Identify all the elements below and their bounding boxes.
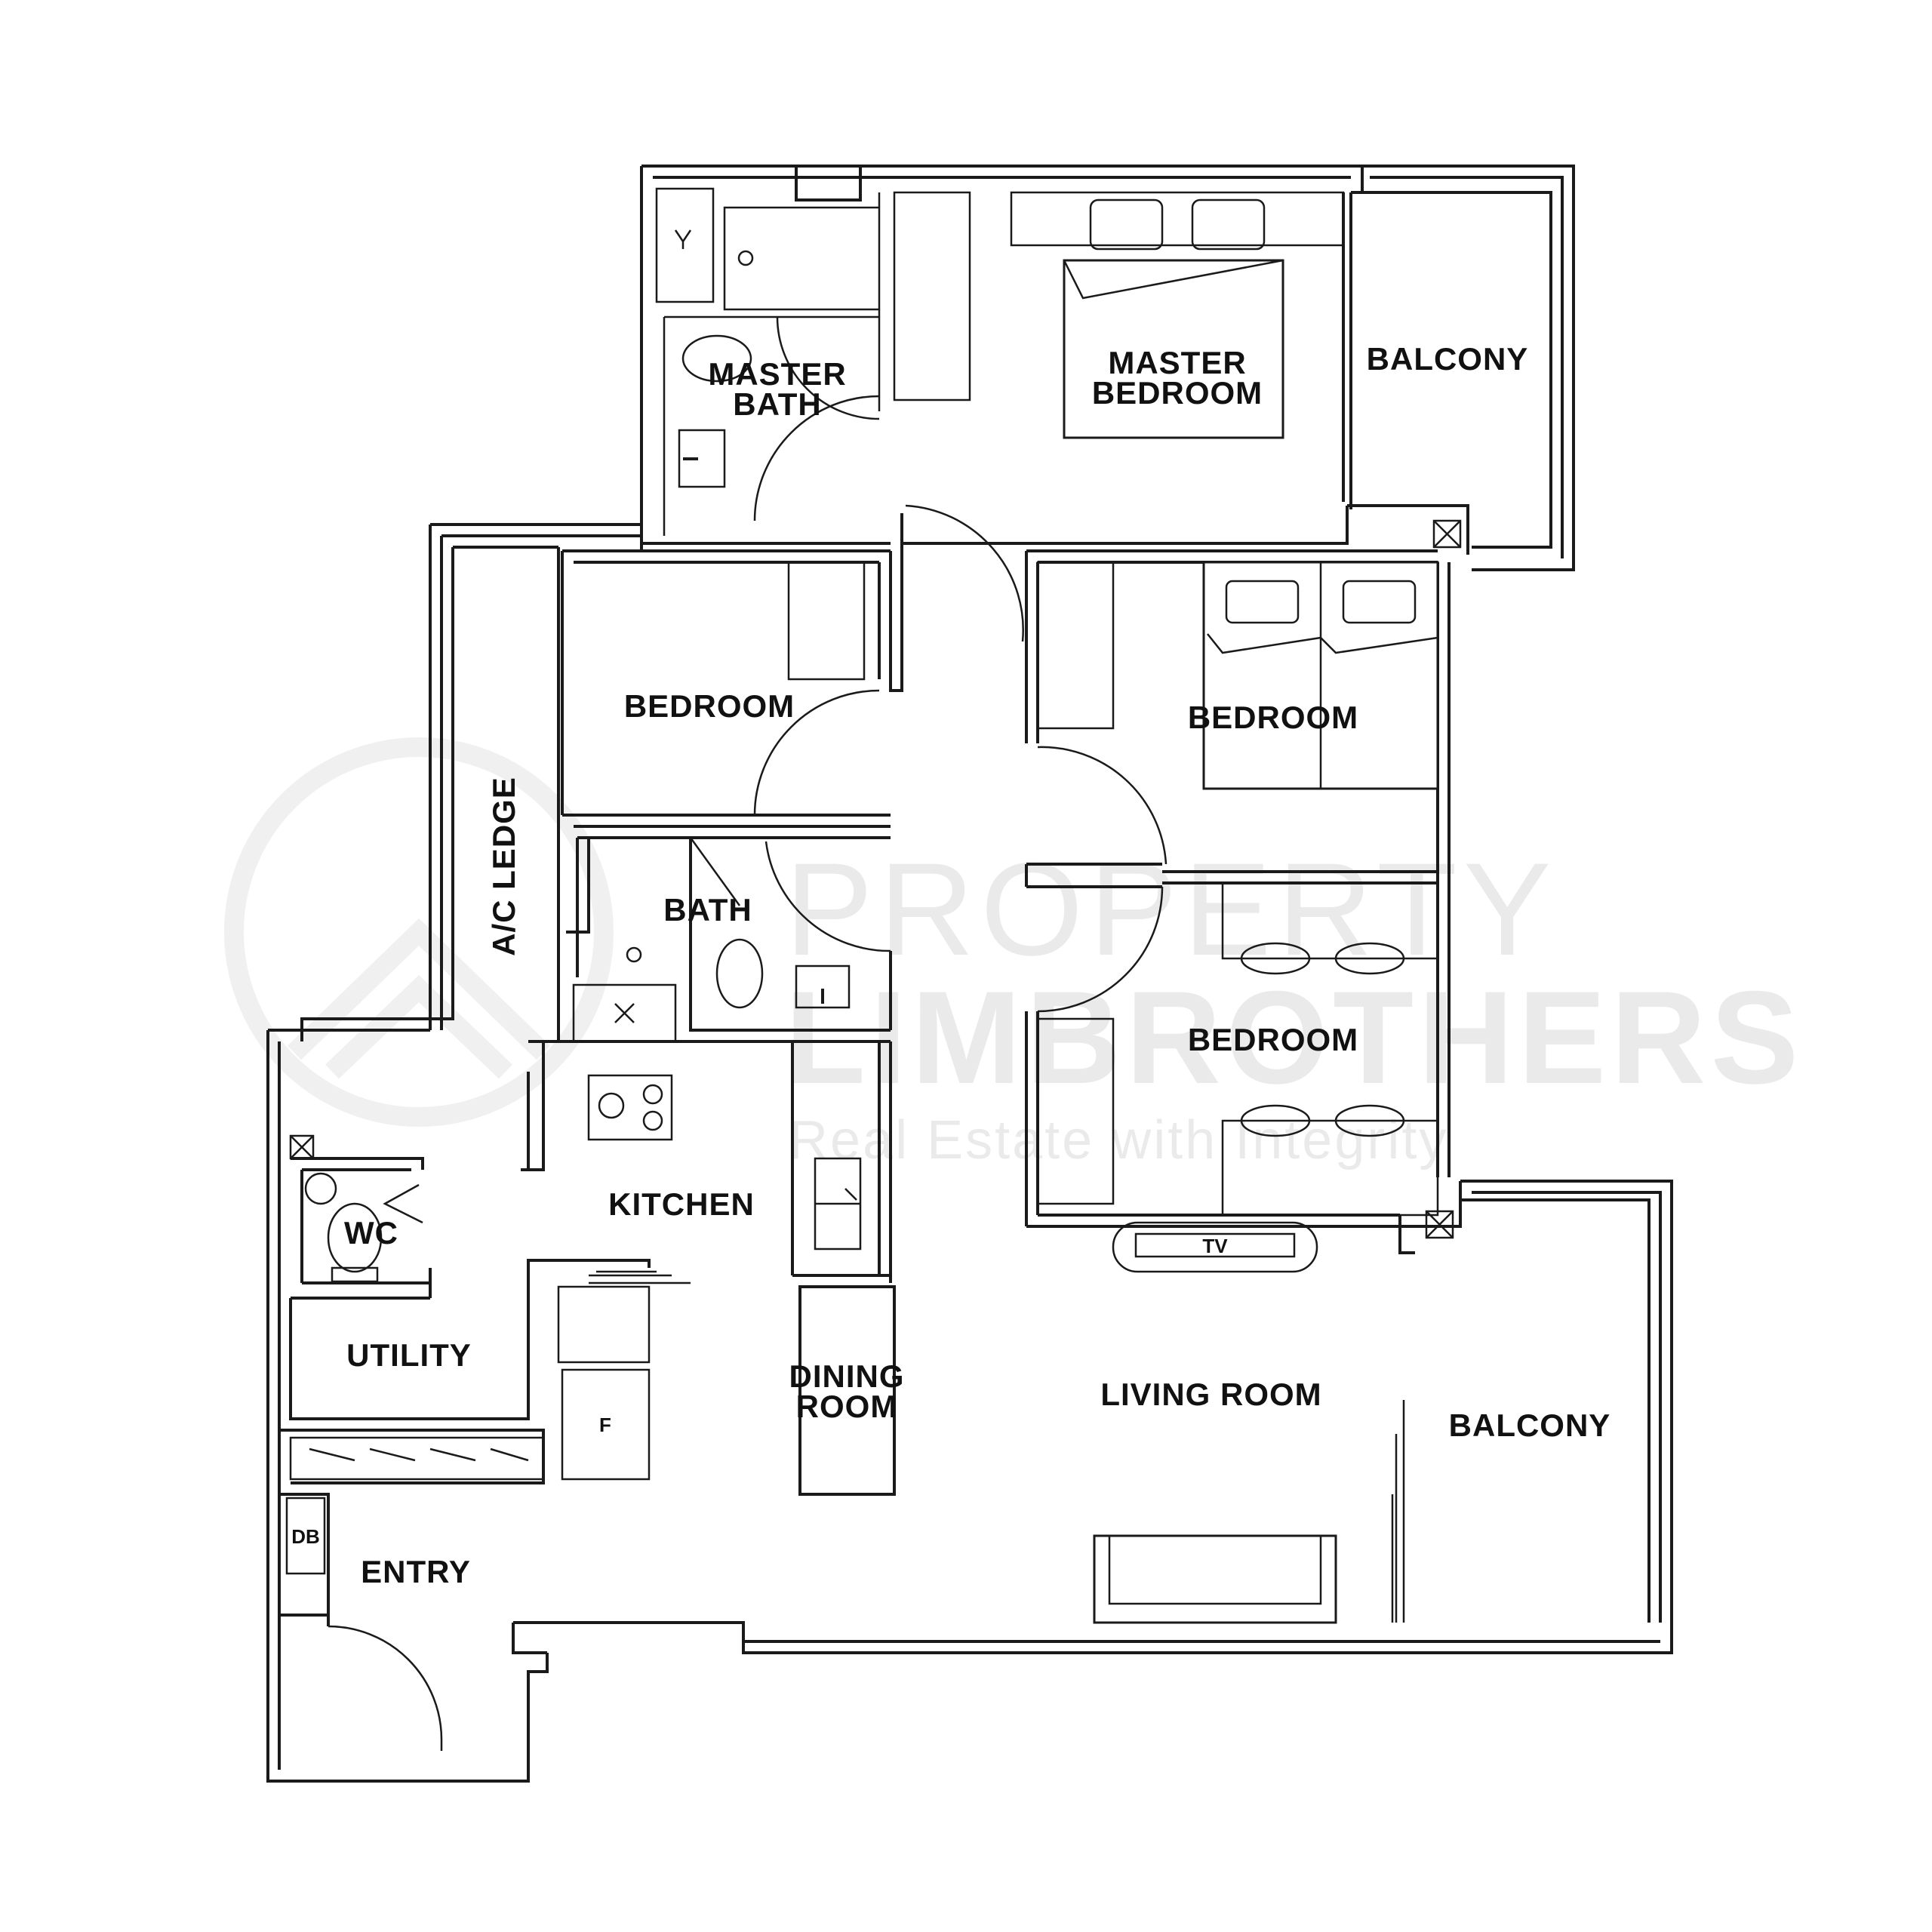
- master-bath-door: [753, 395, 880, 521]
- db-label: DB: [291, 1525, 320, 1548]
- kitchen-cabinet: [557, 1285, 651, 1364]
- wc-exhaust-icon: [289, 1134, 315, 1160]
- db-box: [285, 1497, 326, 1575]
- bedroom-east-bottom-door: [1037, 886, 1164, 1013]
- fixtures: TV F DB: [285, 187, 1462, 1624]
- watermark-tagline: Real Estate with Integrity: [789, 1110, 1448, 1171]
- toilet-icon: [681, 334, 752, 383]
- label-kitchen: KITCHEN: [608, 1186, 755, 1222]
- exterior-walls: [266, 165, 1673, 1783]
- sofa-icon: [1093, 1534, 1337, 1624]
- tap-icon: [737, 250, 754, 266]
- label-master-bath-line2: BATH: [733, 386, 822, 422]
- bath-toilet-icon: [715, 938, 764, 1009]
- wc-basin-icon: [304, 1172, 337, 1205]
- wc-door: [383, 1183, 423, 1224]
- fridge-label: F: [599, 1414, 611, 1436]
- master-bed-icon: [1063, 259, 1284, 439]
- master-bedroom-door: [905, 504, 1024, 642]
- bath-shower-icon: [572, 983, 677, 1043]
- exhaust-top-icon: [1432, 519, 1462, 549]
- label-master-bedroom-line1: MASTER: [1108, 345, 1246, 380]
- watermark-line2: LIMBROTHERS: [785, 964, 1803, 1112]
- bedroom-east-bottom-desk-icon: [1221, 1119, 1439, 1217]
- label-bedroom-east-top: BEDROOM: [1188, 700, 1358, 735]
- bath-tap-icon: [626, 946, 642, 963]
- watermark-logo-icon: [224, 737, 614, 1127]
- master-bath-shower-door: [776, 316, 880, 420]
- label-bedroom-west: BEDROOM: [624, 688, 795, 724]
- label-living-room: LIVING ROOM: [1100, 1377, 1321, 1412]
- interior-walls: [279, 191, 1469, 1626]
- bath-basin-icon: [795, 964, 851, 1009]
- bath-door: [764, 841, 891, 952]
- fridge-icon: [561, 1368, 651, 1481]
- watermark: PROPERTY LIMBROTHERS Real Estate with In…: [224, 737, 1803, 1171]
- label-dining-line1: DINING: [789, 1358, 905, 1394]
- hob-icon: [587, 1074, 673, 1141]
- entry-door: [328, 1625, 443, 1751]
- watermark-line1: PROPERTY: [785, 836, 1558, 983]
- utility-shelf: [289, 1436, 545, 1481]
- bedroom-west-door: [753, 689, 880, 816]
- bath-inner-door: [689, 837, 741, 906]
- label-bath: BATH: [663, 892, 752, 928]
- label-master-bath-line1: MASTER: [708, 356, 846, 392]
- sliding-door-icon: [589, 1270, 691, 1284]
- exhaust-living-icon: [1425, 1210, 1454, 1239]
- label-utility: UTILITY: [346, 1337, 472, 1373]
- label-ac-ledge: A/C LEDGE: [486, 777, 521, 956]
- label-entry: ENTRY: [361, 1554, 471, 1589]
- label-wc: WC: [344, 1215, 398, 1251]
- label-master-bedroom-line2: BEDROOM: [1092, 375, 1263, 411]
- room-labels: MASTER BATH MASTER BEDROOM BALCONY BEDRO…: [344, 341, 1611, 1589]
- label-balcony-top: BALCONY: [1367, 341, 1529, 377]
- basin-icon: [678, 429, 726, 488]
- tv-unit: [1112, 1221, 1318, 1273]
- label-dining-line2: ROOM: [796, 1389, 898, 1424]
- watermark-logo-mark: [287, 918, 551, 1079]
- label-balcony-bottom: BALCONY: [1449, 1407, 1611, 1443]
- shower-icon: [655, 187, 715, 303]
- bedroom-east-top-door: [1037, 746, 1168, 865]
- doors: [328, 316, 1168, 1751]
- wc-toilet-icon: [327, 1202, 383, 1273]
- desk-icon: [1221, 881, 1439, 960]
- tv-label: TV: [1202, 1235, 1228, 1257]
- label-bedroom-east-bottom: BEDROOM: [1188, 1022, 1358, 1057]
